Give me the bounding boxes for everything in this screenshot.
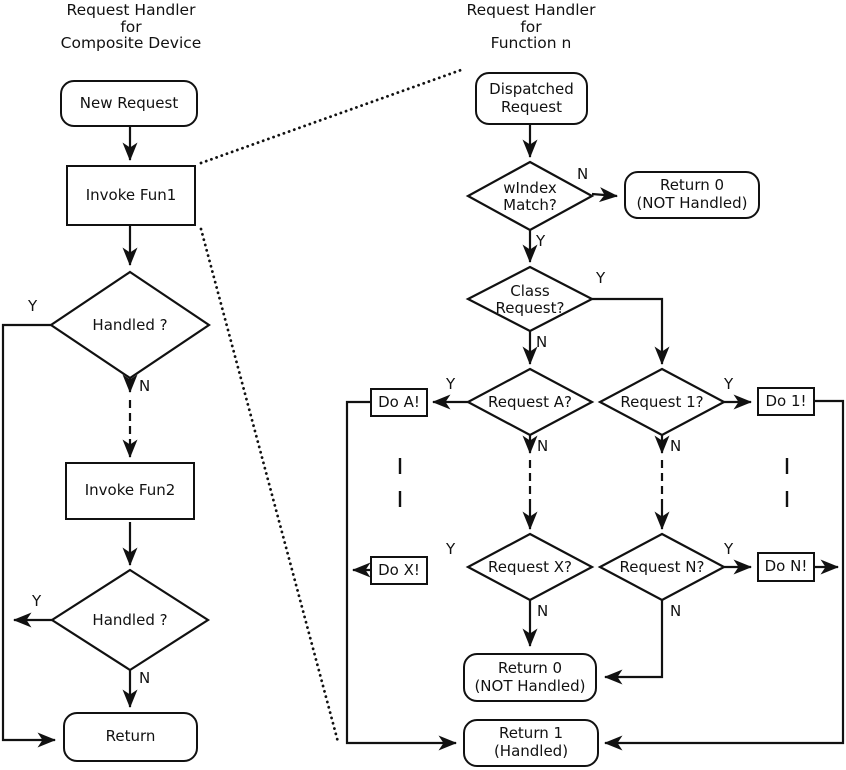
left-chart-title-line3: Composite Device — [60, 34, 202, 52]
node-return1: Return 1 (Handled) — [463, 719, 599, 767]
node-new-request-label: New Request — [79, 93, 179, 112]
node-return-label: Return — [105, 727, 156, 746]
handled2-no-label: N — [139, 669, 151, 687]
class-no-label: N — [536, 333, 548, 351]
requestx-no-label: N — [537, 602, 549, 620]
node-do-a: Do A! — [370, 388, 428, 417]
request1-yes-label: Y — [724, 375, 734, 393]
node-return1-line2: (Handled) — [493, 742, 569, 760]
edge-do1-collector-to-return1 — [604, 399, 845, 751]
diamond-handled-1 — [49, 270, 211, 380]
request1-no-label: N — [670, 437, 682, 455]
node-invoke-fun2: Invoke Fun2 — [65, 462, 195, 520]
requestn-yes-label: Y — [724, 540, 734, 558]
diamond-windex-match — [465, 160, 595, 232]
node-do-n: Do N! — [757, 552, 815, 582]
node-do-1: Do 1! — [757, 387, 815, 416]
dotted-zoom-line-top — [199, 68, 463, 165]
node-return0-top-line1: Return 0 — [659, 176, 725, 195]
edge-class-yes-to-request1 — [592, 297, 670, 365]
edge-windex-no-to-return0 — [591, 187, 618, 203]
diamond-handled-2 — [49, 568, 211, 672]
diamond-request-1 — [597, 367, 727, 437]
handled1-no-label: N — [139, 377, 151, 395]
left-chart-title: Request Handler for Composite Device — [20, 2, 242, 52]
handled2-yes-label: Y — [32, 592, 42, 610]
node-do-1-label: Do 1! — [765, 391, 807, 410]
windex-yes-label: Y — [536, 232, 546, 250]
node-return0-bottom: Return 0 (NOT Handled) — [463, 653, 597, 702]
left-chart-title-line1: Request Handler — [66, 1, 196, 19]
node-return1-line1: Return 1 — [498, 724, 564, 743]
node-return0-bottom-line1: Return 0 — [497, 658, 563, 677]
class-yes-label: Y — [596, 269, 606, 287]
node-do-a-label: Do A! — [378, 392, 420, 411]
node-return0-top: Return 0 (NOT Handled) — [624, 171, 760, 219]
requestn-no-label: N — [670, 602, 682, 620]
edge-requestn-no-to-return0 — [604, 600, 664, 685]
diamond-class-request — [465, 265, 595, 333]
requesta-no-label: N — [537, 437, 549, 455]
node-dispatched-request: Dispatched Request — [475, 72, 588, 125]
windex-no-label: N — [577, 165, 589, 183]
diamond-request-n — [597, 532, 727, 602]
edge-doa-collector-to-return1 — [345, 400, 457, 751]
edge-handled1-yes-to-return — [1, 323, 56, 748]
diamond-request-a — [465, 367, 595, 437]
node-return0-bottom-line2: (NOT Handled) — [474, 676, 586, 695]
right-chart-title-line2: for — [520, 17, 542, 36]
right-chart-title: Request Handler for Function n — [420, 2, 642, 52]
left-chart-title-line2: for — [120, 17, 142, 36]
node-dispatched-request-line1: Dispatched — [489, 79, 574, 98]
node-dispatched-request-line2: Request — [501, 97, 562, 116]
dotted-zoom-line-bottom — [199, 227, 340, 744]
node-do-n-label: Do N! — [764, 557, 808, 576]
right-chart-title-line3: Function n — [490, 34, 572, 52]
requestx-yes-label: Y — [446, 540, 456, 558]
node-return0-top-line2: (NOT Handled) — [636, 194, 748, 212]
node-invoke-fun1: Invoke Fun1 — [66, 165, 196, 226]
handled1-yes-label: Y — [28, 297, 38, 315]
node-return: Return — [63, 712, 198, 762]
diamond-request-x — [465, 532, 595, 602]
node-invoke-fun1-label: Invoke Fun1 — [85, 185, 177, 204]
requesta-yes-label: Y — [446, 375, 456, 393]
node-do-x: Do X! — [370, 556, 428, 585]
node-do-x-label: Do X! — [378, 560, 420, 579]
node-invoke-fun2-label: Invoke Fun2 — [84, 481, 176, 500]
right-chart-title-line1: Request Handler — [466, 1, 596, 19]
node-new-request: New Request — [60, 80, 198, 127]
